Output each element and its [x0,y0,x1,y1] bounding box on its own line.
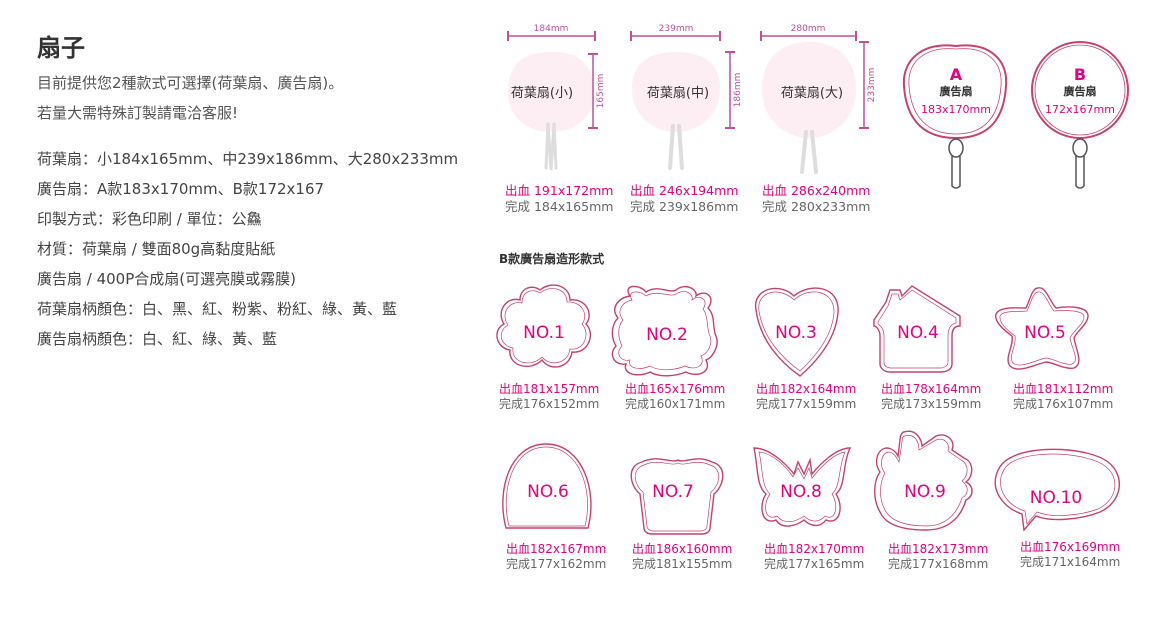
shape-no1-sizes: 出血181x157mm 完成176x152mm [499,382,599,412]
shape-no4-label: NO.4 [897,323,939,343]
shape-no1-bleed: 出血181x157mm [499,382,600,396]
spec-material-ad: 廣告扇 / 400P合成扇(可選亮膜或霧膜) [37,270,296,288]
lotus-large-sizes: 出血 286x240mm 完成 280x233mm [762,183,870,215]
ad-fan-a-size: 183x170mm [921,103,991,116]
shape-no7-label: NO.7 [652,482,694,502]
shape-no10-sizes: 出血176x169mm 完成171x164mm [1020,540,1120,570]
lotus-small-width: 184mm [534,24,569,34]
page-title: 扇子 [37,34,85,62]
lotus-medium-name: 荷葉扇(中) [647,85,709,101]
shape-no4-sizes: 出血178x164mm 完成173x159mm [881,382,981,412]
intro-line-1: 目前提供您2種款式可選擇(荷葉扇、廣告扇)。 [37,74,344,92]
shape-no10-finish: 完成171x164mm [1020,555,1121,569]
shape-no9-outline [874,430,973,531]
shape-no8-bleed: 出血182x170mm [764,542,865,556]
shape-no5-sizes: 出血181x112mm 完成176x107mm [1013,382,1113,412]
lotus-fan-medium: 239mm 荷葉扇(中) 186mm [630,24,743,170]
lotus-medium-bleed: 出血 246x194mm [630,183,739,198]
lotus-large-finish: 完成 280x233mm [762,199,871,214]
shape-no2-finish: 完成160x171mm [625,397,726,411]
shape-no9-finish: 完成177x168mm [888,557,989,571]
shape-no6-finish: 完成177x162mm [506,557,607,571]
lotus-large-width: 280mm [791,24,826,34]
shape-no6-sizes: 出血182x167mm 完成177x162mm [506,542,606,572]
shape-no8-label: NO.8 [780,482,822,502]
shape-no4-bleed: 出血178x164mm [881,382,982,396]
lotus-fan-large: 280mm 荷葉扇(大) 233mm [760,24,877,174]
shape-no9-bleed: 出血182x173mm [888,542,989,556]
ad-fan-b-size: 172x167mm [1045,103,1115,116]
lotus-medium-finish: 完成 239x186mm [630,199,739,214]
fan-illustrations: 184mm 荷葉扇(小) 165mm 239mm 荷葉扇(中) 186mm 28… [507,24,1129,189]
shape-no3-label: NO.3 [775,323,817,343]
shape-no4-outline [873,285,961,373]
shape-no8-sizes: 出血182x170mm 完成177x165mm [764,542,864,572]
lotus-small-finish: 完成 184x165mm [505,199,614,214]
shape-no6-label: NO.6 [527,482,569,502]
shape-no3-sizes: 出血182x164mm 完成177x159mm [756,382,856,412]
lotus-medium-height: 186mm [733,73,743,108]
lotus-fan-small: 184mm 荷葉扇(小) 165mm [507,24,606,171]
shape-no2-sizes: 出血165x176mm 完成160x171mm [625,382,725,412]
shape-no7-bleed: 出血186x160mm [632,542,733,556]
shape-no8-finish: 完成177x165mm [764,557,865,571]
lotus-small-name: 荷葉扇(小) [511,85,573,101]
shape-no6-bleed: 出血182x167mm [506,542,607,556]
shape-illustrations: NO.1 NO.2 NO.3 NO.4 NO.5 NO.6 NO.7 NO.8 … [496,284,1121,535]
spec-print-method: 印製方式：彩色印刷 / 單位：公鱻 [37,210,262,228]
ad-fan-a: A 廣告扇 183x170mm [902,44,1008,189]
shape-no7-finish: 完成181x155mm [632,557,733,571]
shape-no1-label: NO.1 [523,323,565,343]
shape-no7-sizes: 出血186x160mm 完成181x155mm [632,542,732,572]
lotus-large-height: 233mm [867,68,877,103]
lotus-small-sizes: 出血 191x172mm 完成 184x165mm [505,183,613,215]
shape-no9-sizes: 出血182x173mm 完成177x168mm [888,542,988,572]
shape-no2-bleed: 出血165x176mm [625,382,726,396]
shape-no7-outline [630,458,724,535]
shape-no10-outline [994,448,1121,532]
lotus-large-name: 荷葉扇(大) [781,85,843,101]
shape-no3-bleed: 出血182x164mm [756,382,857,396]
section-title: B款廣告扇造形款式 [499,252,605,266]
shape-no5-outline [995,287,1089,370]
shape-no8-outline [753,447,852,527]
spec-ad-sizes: 廣告扇：A款183x170mm、B款172x167 [37,180,325,198]
shape-no5-bleed: 出血181x112mm [1013,382,1114,396]
shape-no1-finish: 完成176x152mm [499,397,600,411]
shape-no2-outline [611,285,718,377]
ad-fan-a-name: 廣告扇 [940,84,973,98]
lotus-small-bleed: 出血 191x172mm [505,183,614,198]
shape-no6-outline [502,443,592,529]
spec-ad-handle-colors: 廣告扇柄顏色：白、紅、綠、黃、藍 [37,330,278,348]
spec-lotus-sizes: 荷葉扇：小184x165mm、中239x186mm、大280x233mm [37,150,459,168]
shape-no3-outline [755,287,839,377]
shape-no2-label: NO.2 [646,325,688,345]
ad-fan-b-letter: B [1074,65,1086,84]
shape-no4-finish: 完成173x159mm [881,397,982,411]
shape-no10-label: NO.10 [1030,488,1082,508]
intro-line-2: 若量大需特殊訂製請電洽客服! [37,104,239,122]
ad-fan-b: B 廣告扇 172x167mm [1031,41,1129,189]
lotus-small-height: 165mm [596,74,606,109]
shape-no5-finish: 完成176x107mm [1013,397,1114,411]
spec-lotus-handle-colors: 荷葉扇柄顏色：白、黑、紅、粉紫、粉紅、綠、黃、藍 [37,300,398,318]
shape-no3-finish: 完成177x159mm [756,397,857,411]
ad-fan-b-name: 廣告扇 [1064,84,1097,98]
ad-fan-a-letter: A [950,65,963,84]
spec-material-lotus: 材質：荷葉扇 / 雙面80g高黏度貼紙 [37,240,276,258]
lotus-large-bleed: 出血 286x240mm [762,183,871,198]
lotus-medium-width: 239mm [659,24,694,34]
lotus-medium-sizes: 出血 246x194mm 完成 239x186mm [630,183,738,215]
shape-no9-label: NO.9 [904,482,946,502]
shape-no10-bleed: 出血176x169mm [1020,540,1121,554]
shape-no5-label: NO.5 [1024,323,1066,343]
shape-no1-outline [496,284,591,368]
